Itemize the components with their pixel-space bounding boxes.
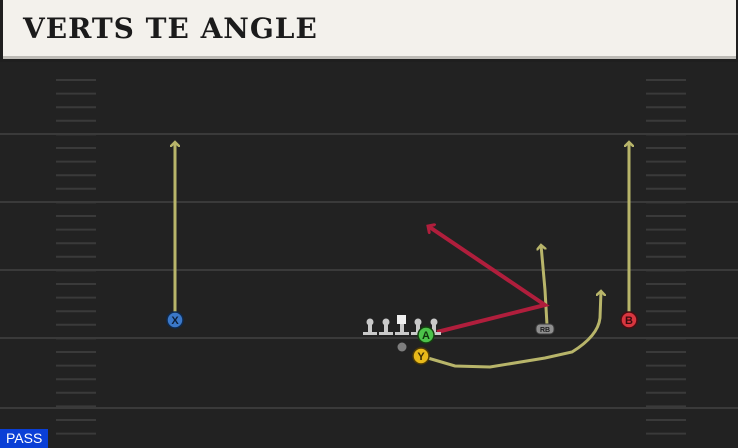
pass-badge: PASS bbox=[0, 429, 49, 448]
player-rb-label: RB bbox=[540, 327, 550, 334]
play-title: VERTS TE ANGLE bbox=[23, 12, 318, 45]
a-route bbox=[428, 226, 550, 334]
player-a-label: A bbox=[422, 330, 430, 342]
football-field: X B A Y RB bbox=[0, 62, 738, 448]
player-a[interactable]: A bbox=[417, 326, 435, 344]
player-b-label: B bbox=[625, 315, 633, 327]
yard-lines bbox=[0, 133, 738, 409]
hash-marks bbox=[56, 79, 686, 435]
header: VERTS TE ANGLE bbox=[0, 0, 738, 62]
title-bar: VERTS TE ANGLE bbox=[3, 0, 736, 59]
player-b[interactable]: B bbox=[620, 311, 638, 329]
player-x[interactable]: X bbox=[166, 311, 184, 329]
routes bbox=[175, 142, 629, 369]
lineman-2 bbox=[379, 318, 393, 335]
rb-route bbox=[541, 245, 549, 326]
center bbox=[395, 315, 409, 335]
quarterback-marker bbox=[397, 342, 407, 352]
player-rb[interactable]: RB bbox=[535, 323, 555, 335]
player-x-label: X bbox=[171, 315, 179, 327]
player-y-label: Y bbox=[417, 351, 425, 363]
field-surface bbox=[0, 62, 738, 448]
y-angle-route bbox=[420, 291, 601, 369]
lineman-1 bbox=[363, 318, 377, 335]
player-y[interactable]: Y bbox=[412, 347, 430, 365]
